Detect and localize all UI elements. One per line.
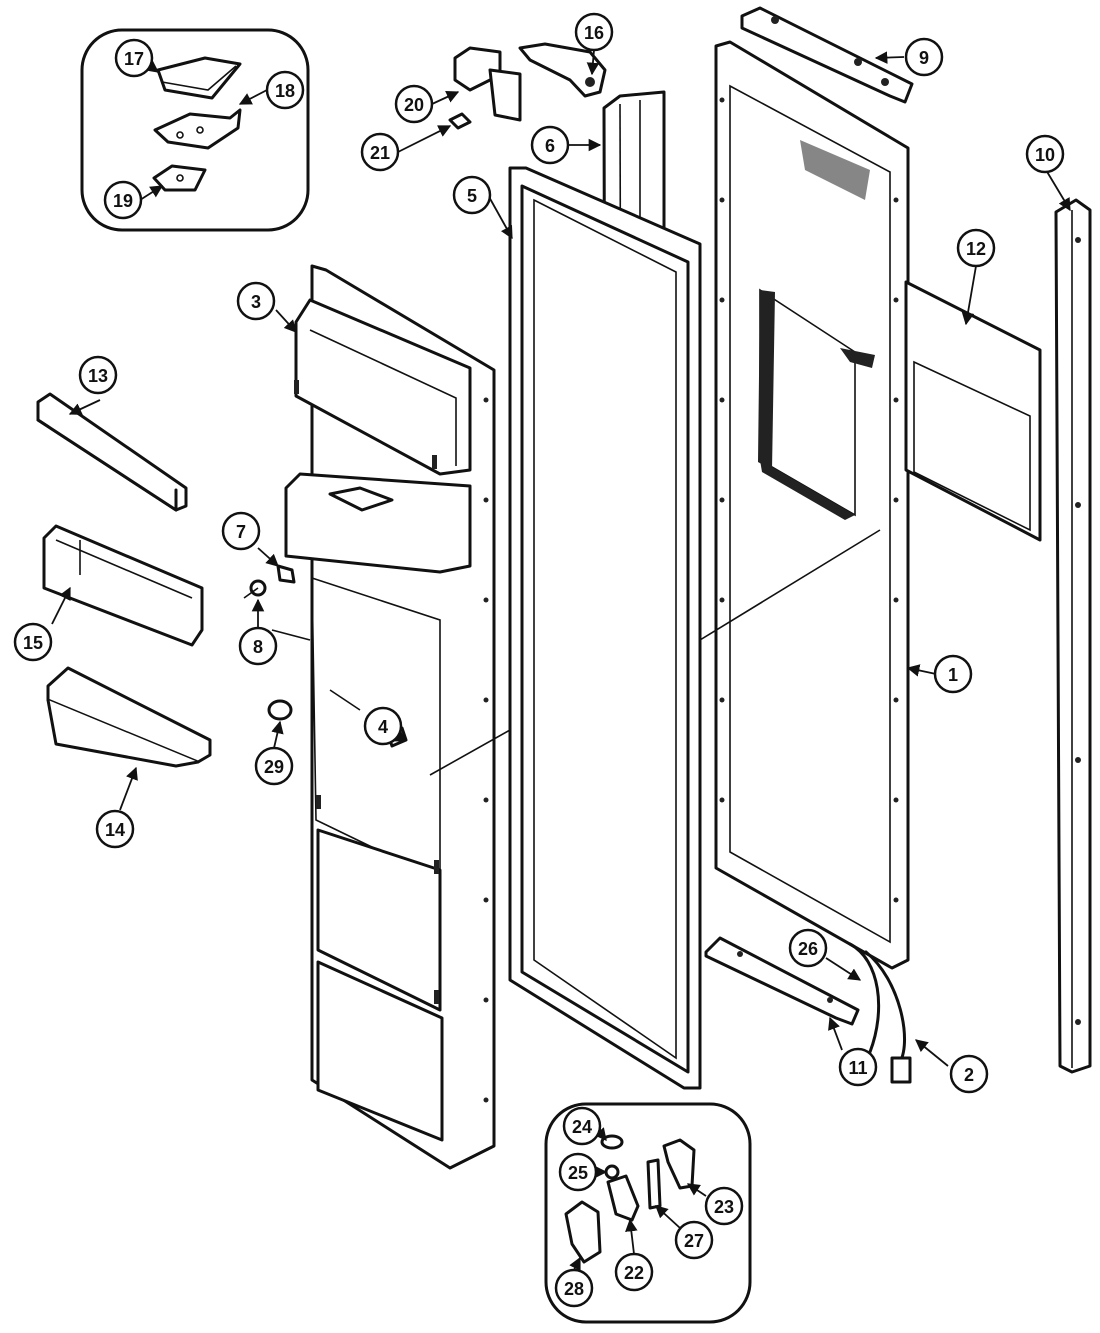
callout-21: 21 <box>360 132 400 172</box>
svg-text:27: 27 <box>684 1231 704 1251</box>
top-end-cap <box>740 6 914 104</box>
callout-15: 15 <box>13 622 53 662</box>
svg-text:24: 24 <box>572 1117 592 1137</box>
svg-text:12: 12 <box>966 239 986 259</box>
door-gasket <box>508 166 702 1090</box>
inner-door-liner <box>284 264 496 1170</box>
callout-17: 17 <box>114 38 154 78</box>
svg-text:5: 5 <box>467 186 477 206</box>
callout-18: 18 <box>265 70 305 110</box>
callout-4: 4 <box>363 706 403 746</box>
callout-11: 11 <box>838 1047 878 1087</box>
svg-text:4: 4 <box>378 717 388 737</box>
leader-lines <box>51 49 1071 1271</box>
callout-10: 10 <box>1025 134 1065 174</box>
callout-8: 8 <box>238 626 278 666</box>
top-hinge-parts <box>448 42 607 130</box>
callout-1: 1 <box>933 654 973 694</box>
callout-26: 26 <box>788 928 828 968</box>
svg-text:10: 10 <box>1035 145 1055 165</box>
svg-text:15: 15 <box>23 633 43 653</box>
svg-text:29: 29 <box>264 757 284 777</box>
callout-2: 2 <box>949 1054 989 1094</box>
callout-5: 5 <box>452 175 492 215</box>
svg-text:3: 3 <box>251 292 261 312</box>
svg-text:1: 1 <box>948 665 958 685</box>
svg-text:21: 21 <box>370 143 390 163</box>
callout-24: 24 <box>562 1106 602 1146</box>
callout-12: 12 <box>956 228 996 268</box>
hinge-inset-bottom <box>544 1102 752 1324</box>
svg-text:14: 14 <box>105 820 125 840</box>
callout-16: 16 <box>574 12 614 52</box>
svg-text:8: 8 <box>253 637 263 657</box>
svg-text:17: 17 <box>124 49 144 69</box>
svg-text:7: 7 <box>236 522 246 542</box>
callout-27: 27 <box>674 1220 714 1260</box>
svg-text:19: 19 <box>113 191 133 211</box>
callout-bubbles: 1 2 3 4 5 6 7 8 9 10 11 12 13 14 15 16 1… <box>13 12 1065 1308</box>
svg-text:26: 26 <box>798 939 818 959</box>
svg-text:16: 16 <box>584 23 604 43</box>
callout-9: 9 <box>904 37 944 77</box>
callout-14: 14 <box>95 809 135 849</box>
svg-text:2: 2 <box>964 1065 974 1085</box>
door-shelf-small <box>36 392 188 512</box>
screw-and-washer <box>243 564 296 599</box>
door-bin-deep <box>42 524 204 647</box>
assembly-guide-lines <box>271 529 881 776</box>
svg-text:13: 13 <box>88 366 108 386</box>
dispenser-trim-panel <box>904 280 1042 542</box>
callout-7: 7 <box>221 511 261 551</box>
callout-25: 25 <box>558 1152 598 1192</box>
svg-text:11: 11 <box>848 1058 867 1078</box>
outer-door-panel <box>714 40 910 970</box>
hinge-inset-top <box>80 28 310 232</box>
callout-22: 22 <box>614 1252 654 1292</box>
svg-text:20: 20 <box>404 95 424 115</box>
svg-text:22: 22 <box>624 1263 644 1283</box>
side-trim-strip <box>1054 198 1092 1074</box>
callout-29: 29 <box>254 746 294 786</box>
callout-20: 20 <box>394 84 434 124</box>
plug-button <box>267 699 293 721</box>
callout-3: 3 <box>236 281 276 321</box>
svg-text:28: 28 <box>564 1279 584 1299</box>
callout-13: 13 <box>78 355 118 395</box>
callout-28: 28 <box>554 1268 594 1308</box>
svg-text:23: 23 <box>714 1197 734 1217</box>
callout-6: 6 <box>530 125 570 165</box>
callout-19: 19 <box>103 180 143 220</box>
bottom-end-cap <box>704 936 860 1026</box>
wire-harness <box>848 942 912 1084</box>
svg-text:25: 25 <box>568 1163 588 1183</box>
callout-23: 23 <box>704 1186 744 1226</box>
svg-text:9: 9 <box>919 48 929 68</box>
svg-text:18: 18 <box>275 81 295 101</box>
svg-text:6: 6 <box>545 136 555 156</box>
door-shelf-wide <box>46 666 212 768</box>
